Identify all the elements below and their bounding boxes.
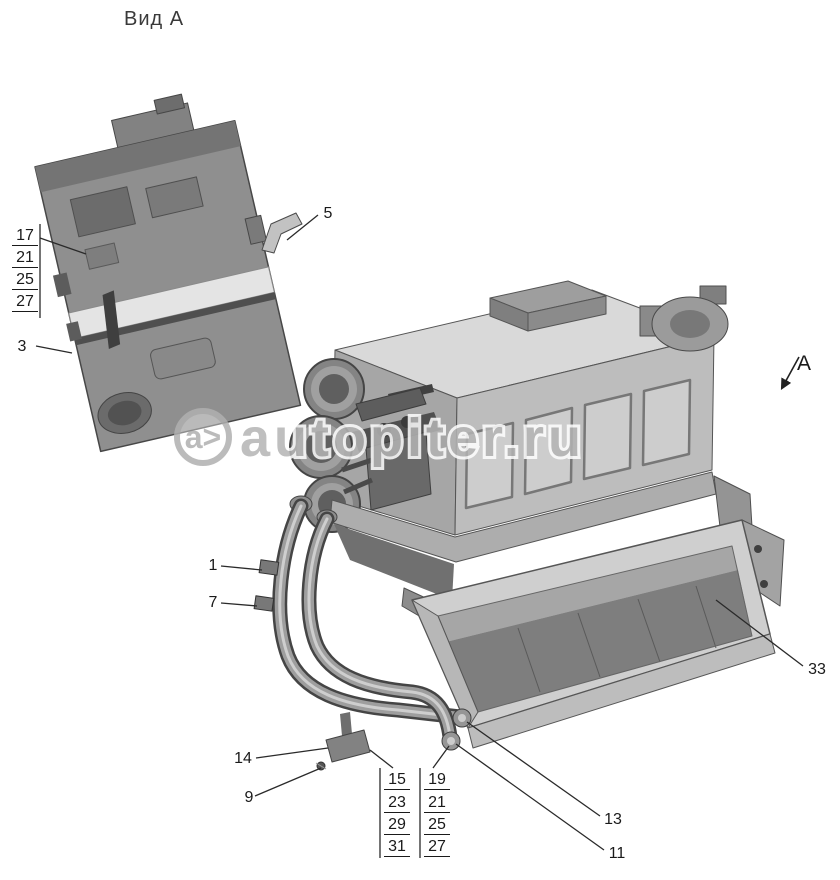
view-direction-arrow	[780, 356, 800, 390]
callout-9: 9	[244, 789, 254, 806]
top-cover-box	[489, 280, 607, 332]
pipe-clamp-7	[253, 595, 275, 612]
pipe-clamp-1	[258, 559, 280, 576]
callout-31: 31	[384, 837, 410, 857]
callout-21-main: 21	[424, 793, 450, 813]
vent-windows	[464, 378, 692, 510]
callout-17: 17	[12, 226, 38, 246]
callout-25-main: 25	[424, 815, 450, 835]
callout-1: 1	[208, 557, 218, 574]
callout-7: 7	[208, 594, 218, 611]
main-assembly	[253, 280, 785, 771]
underside-shadow	[334, 524, 454, 600]
callout-27-main: 27	[424, 837, 450, 857]
callout-25-detail: 25	[12, 270, 38, 290]
callout-3: 3	[17, 338, 27, 355]
watermark: a> autopiter.ru	[174, 405, 585, 471]
callout-33: 33	[808, 661, 826, 678]
watermark-logo-text: a>	[185, 419, 221, 455]
callout-21-detail: 21	[12, 248, 38, 268]
valve-assembly	[341, 384, 441, 511]
view-arrow-label: А	[797, 352, 812, 375]
callout-23: 23	[384, 793, 410, 813]
bottom-bracket	[325, 712, 371, 763]
watermark-text: autopiter.ru	[240, 408, 585, 468]
view-title: Вид А	[124, 8, 185, 30]
callout-13: 13	[604, 811, 622, 828]
screw-9	[315, 761, 327, 771]
coolant-pipes	[272, 495, 472, 751]
callout-19: 19	[424, 770, 450, 790]
callout-27-detail: 27	[12, 292, 38, 312]
callout-leaders	[35, 214, 804, 858]
lower-tray	[411, 519, 776, 749]
callout-29: 29	[384, 815, 410, 835]
callout-5: 5	[323, 205, 333, 222]
bracket-part-5	[261, 212, 303, 254]
callout-14: 14	[234, 750, 252, 767]
callout-11: 11	[608, 845, 626, 862]
callout-15: 15	[384, 770, 410, 790]
detail-view-unit	[34, 93, 303, 453]
fan-housing	[639, 285, 729, 352]
watermark-logo-circle	[174, 408, 232, 466]
